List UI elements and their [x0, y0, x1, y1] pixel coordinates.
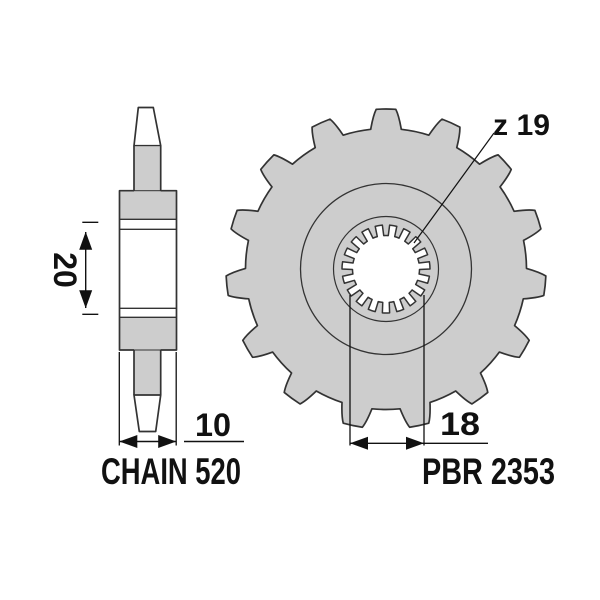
spline-collar-circle	[332, 215, 440, 323]
extension-lines-18	[349, 295, 425, 446]
arrow-up-icon	[79, 231, 93, 250]
dimension-20-label: 20	[47, 252, 83, 288]
hub-block-outline	[118, 189, 178, 351]
shaft-tip-top	[133, 106, 162, 147]
front-view	[225, 108, 547, 429]
footer-labels: CHAIN 520 PBR 2353	[101, 451, 555, 492]
shaft-bottom-edges	[133, 350, 162, 395]
extension-lines-10	[118, 352, 177, 446]
arrow-right-icon	[158, 435, 177, 448]
shaft-top	[133, 145, 162, 193]
arrow-right-icon	[406, 436, 424, 450]
spline-count-label: z 19	[493, 109, 550, 142]
shaft-top-edges	[133, 145, 162, 192]
chain-size-label: CHAIN 520	[101, 451, 241, 492]
dimension-10: 10	[118, 352, 244, 448]
shaft-bottom	[133, 349, 162, 396]
plate-section	[120, 219, 176, 318]
dimension-18: 18	[349, 295, 488, 450]
dimension-10-label: 10	[195, 407, 231, 443]
spline-callout: z 19	[413, 109, 550, 244]
dimension-20: 20	[47, 221, 99, 315]
part-number-label: PBR 2353	[422, 451, 555, 492]
dimension-18-label: 18	[440, 406, 480, 442]
arrow-down-icon	[79, 290, 93, 309]
hub-boss-circle	[299, 182, 473, 356]
spline-bore	[341, 224, 431, 314]
side-view	[118, 106, 178, 433]
arrow-left-icon	[350, 436, 368, 450]
shaft-tip-bottom	[133, 394, 162, 433]
arrow-left-icon	[119, 435, 138, 448]
leader-line	[413, 132, 495, 244]
plate-section-lines	[119, 218, 177, 318]
